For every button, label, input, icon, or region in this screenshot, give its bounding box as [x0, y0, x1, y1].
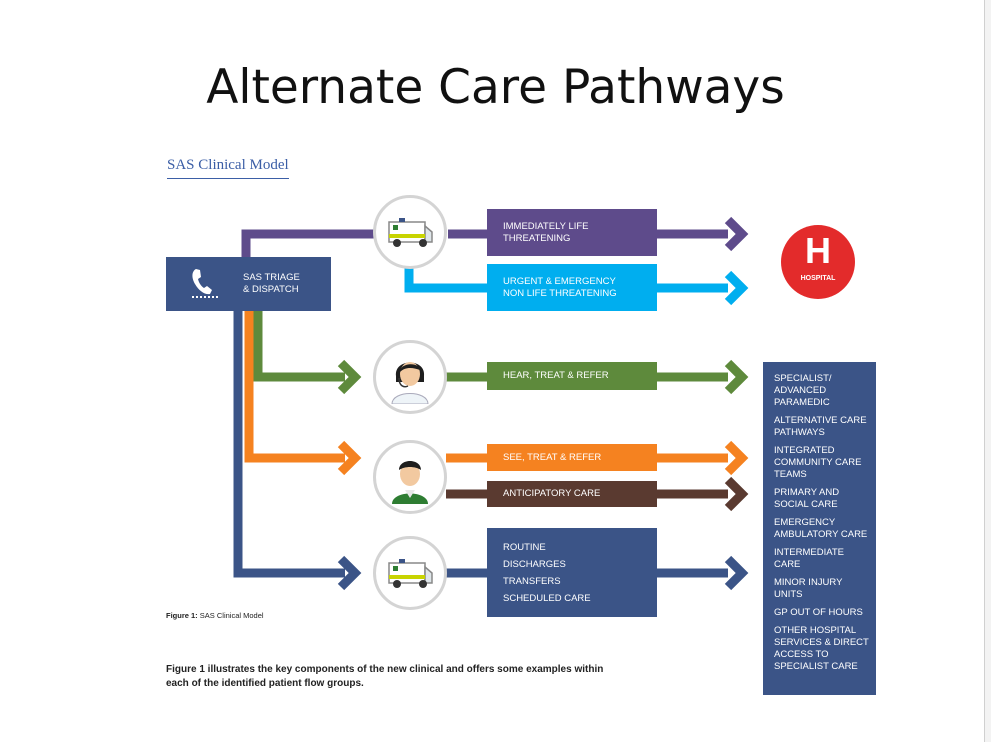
ambulance-icon: [388, 218, 433, 247]
triage-dispatch-box: SAS TRIAGE & DISPATCH: [166, 257, 331, 311]
destinations-panel: SPECIALIST/ ADVANCED PARAMEDIC ALTERNATI…: [763, 362, 876, 695]
destination-item: EMERGENCY AMBULATORY CARE: [774, 517, 868, 540]
pathway-hear-treat-refer: HEAR, TREAT & REFER: [487, 362, 657, 390]
ambulance-icon: [388, 559, 433, 588]
slide-title: Alternate Care Pathways: [206, 60, 785, 115]
arrowhead-orange-left: [337, 440, 362, 476]
pathway-label: HEAR, TREAT & REFER: [503, 370, 609, 381]
pathway-label-line: URGENT & EMERGENCY: [503, 275, 616, 287]
hospital-icon: H HOSPITAL: [781, 225, 855, 299]
ambulance-circle-bottom: [373, 536, 447, 610]
pathway-label-line: IMMEDIATELY LIFE: [503, 220, 589, 232]
hospital-label: HOSPITAL: [800, 275, 836, 282]
arrowhead-green-left: [337, 359, 362, 395]
connector-orange: [244, 311, 345, 463]
pathway-label-line: DISCHARGES: [503, 559, 566, 570]
pathway-label-line: THREATENING: [503, 232, 571, 244]
pathway-immediately-life-threatening: IMMEDIATELY LIFE THREATENING: [487, 209, 657, 256]
pathway-label-line: SCHEDULED CARE: [503, 593, 591, 604]
arrowhead-navy: [724, 555, 749, 591]
pathway-urgent-emergency: URGENT & EMERGENCY NON LIFE THREATENING: [487, 264, 657, 311]
slide-right-edge: [984, 0, 991, 742]
destination-item: ALTERNATIVE CARE PATHWAYS: [774, 415, 867, 438]
call-handler-circle: [373, 340, 447, 414]
pathway-label: SEE, TREAT & REFER: [503, 451, 602, 463]
hospital-letter: H: [805, 230, 831, 271]
figure-description: Figure 1 illustrates the key components …: [166, 664, 604, 689]
destination-item: SPECIALIST/ ADVANCED PARAMEDIC: [774, 373, 832, 408]
pathway-see-treat-refer: SEE, TREAT & REFER: [487, 444, 657, 471]
triage-line-2: & DISPATCH: [243, 284, 299, 295]
call-handler-icon: [391, 362, 429, 404]
arrowhead-orange: [724, 440, 749, 476]
destination-item: PRIMARY AND SOCIAL CARE: [774, 487, 840, 510]
paramedic-circle: [373, 440, 447, 514]
destination-item: INTEGRATED COMMUNITY CARE TEAMS: [774, 445, 862, 480]
arrowhead-purple: [724, 216, 749, 252]
destination-item: MINOR INJURY UNITS: [774, 577, 843, 600]
destination-item: GP OUT OF HOURS: [774, 607, 863, 618]
pathway-anticipatory-care: ANTICIPATORY CARE: [487, 481, 657, 507]
arrowhead-brown: [724, 476, 749, 512]
connector-cyan: [404, 262, 487, 293]
ambulance-circle-top: [373, 195, 447, 269]
connector-navy: [233, 311, 345, 578]
pathway-label-line: ROUTINE: [503, 542, 546, 553]
connector-green: [253, 311, 345, 382]
triage-line-1: SAS TRIAGE: [243, 272, 300, 283]
model-title: SAS Clinical Model: [167, 157, 289, 179]
pathway-routine: ROUTINE DISCHARGES TRANSFERS SCHEDULED C…: [487, 528, 657, 617]
paramedic-icon: [392, 461, 428, 504]
destination-item: OTHER HOSPITAL SERVICES & DIRECT ACCESS …: [774, 625, 869, 672]
pathway-label: ANTICIPATORY CARE: [503, 488, 601, 499]
arrowhead-navy-left: [337, 555, 362, 591]
arrowhead-cyan: [724, 270, 749, 306]
arrowhead-green: [724, 359, 749, 395]
figure-caption: Figure 1: SAS Clinical Model: [166, 611, 264, 620]
connector-purple: [241, 229, 380, 257]
pathway-label-line: NON LIFE THREATENING: [503, 287, 617, 299]
phone-icon: [192, 269, 220, 298]
pathway-label-line: TRANSFERS: [503, 576, 561, 587]
figure-caption-text: SAS Clinical Model: [199, 611, 264, 620]
destination-item: INTERMEDIATE CARE: [774, 547, 845, 570]
figure-caption-label: Figure 1:: [166, 611, 198, 620]
